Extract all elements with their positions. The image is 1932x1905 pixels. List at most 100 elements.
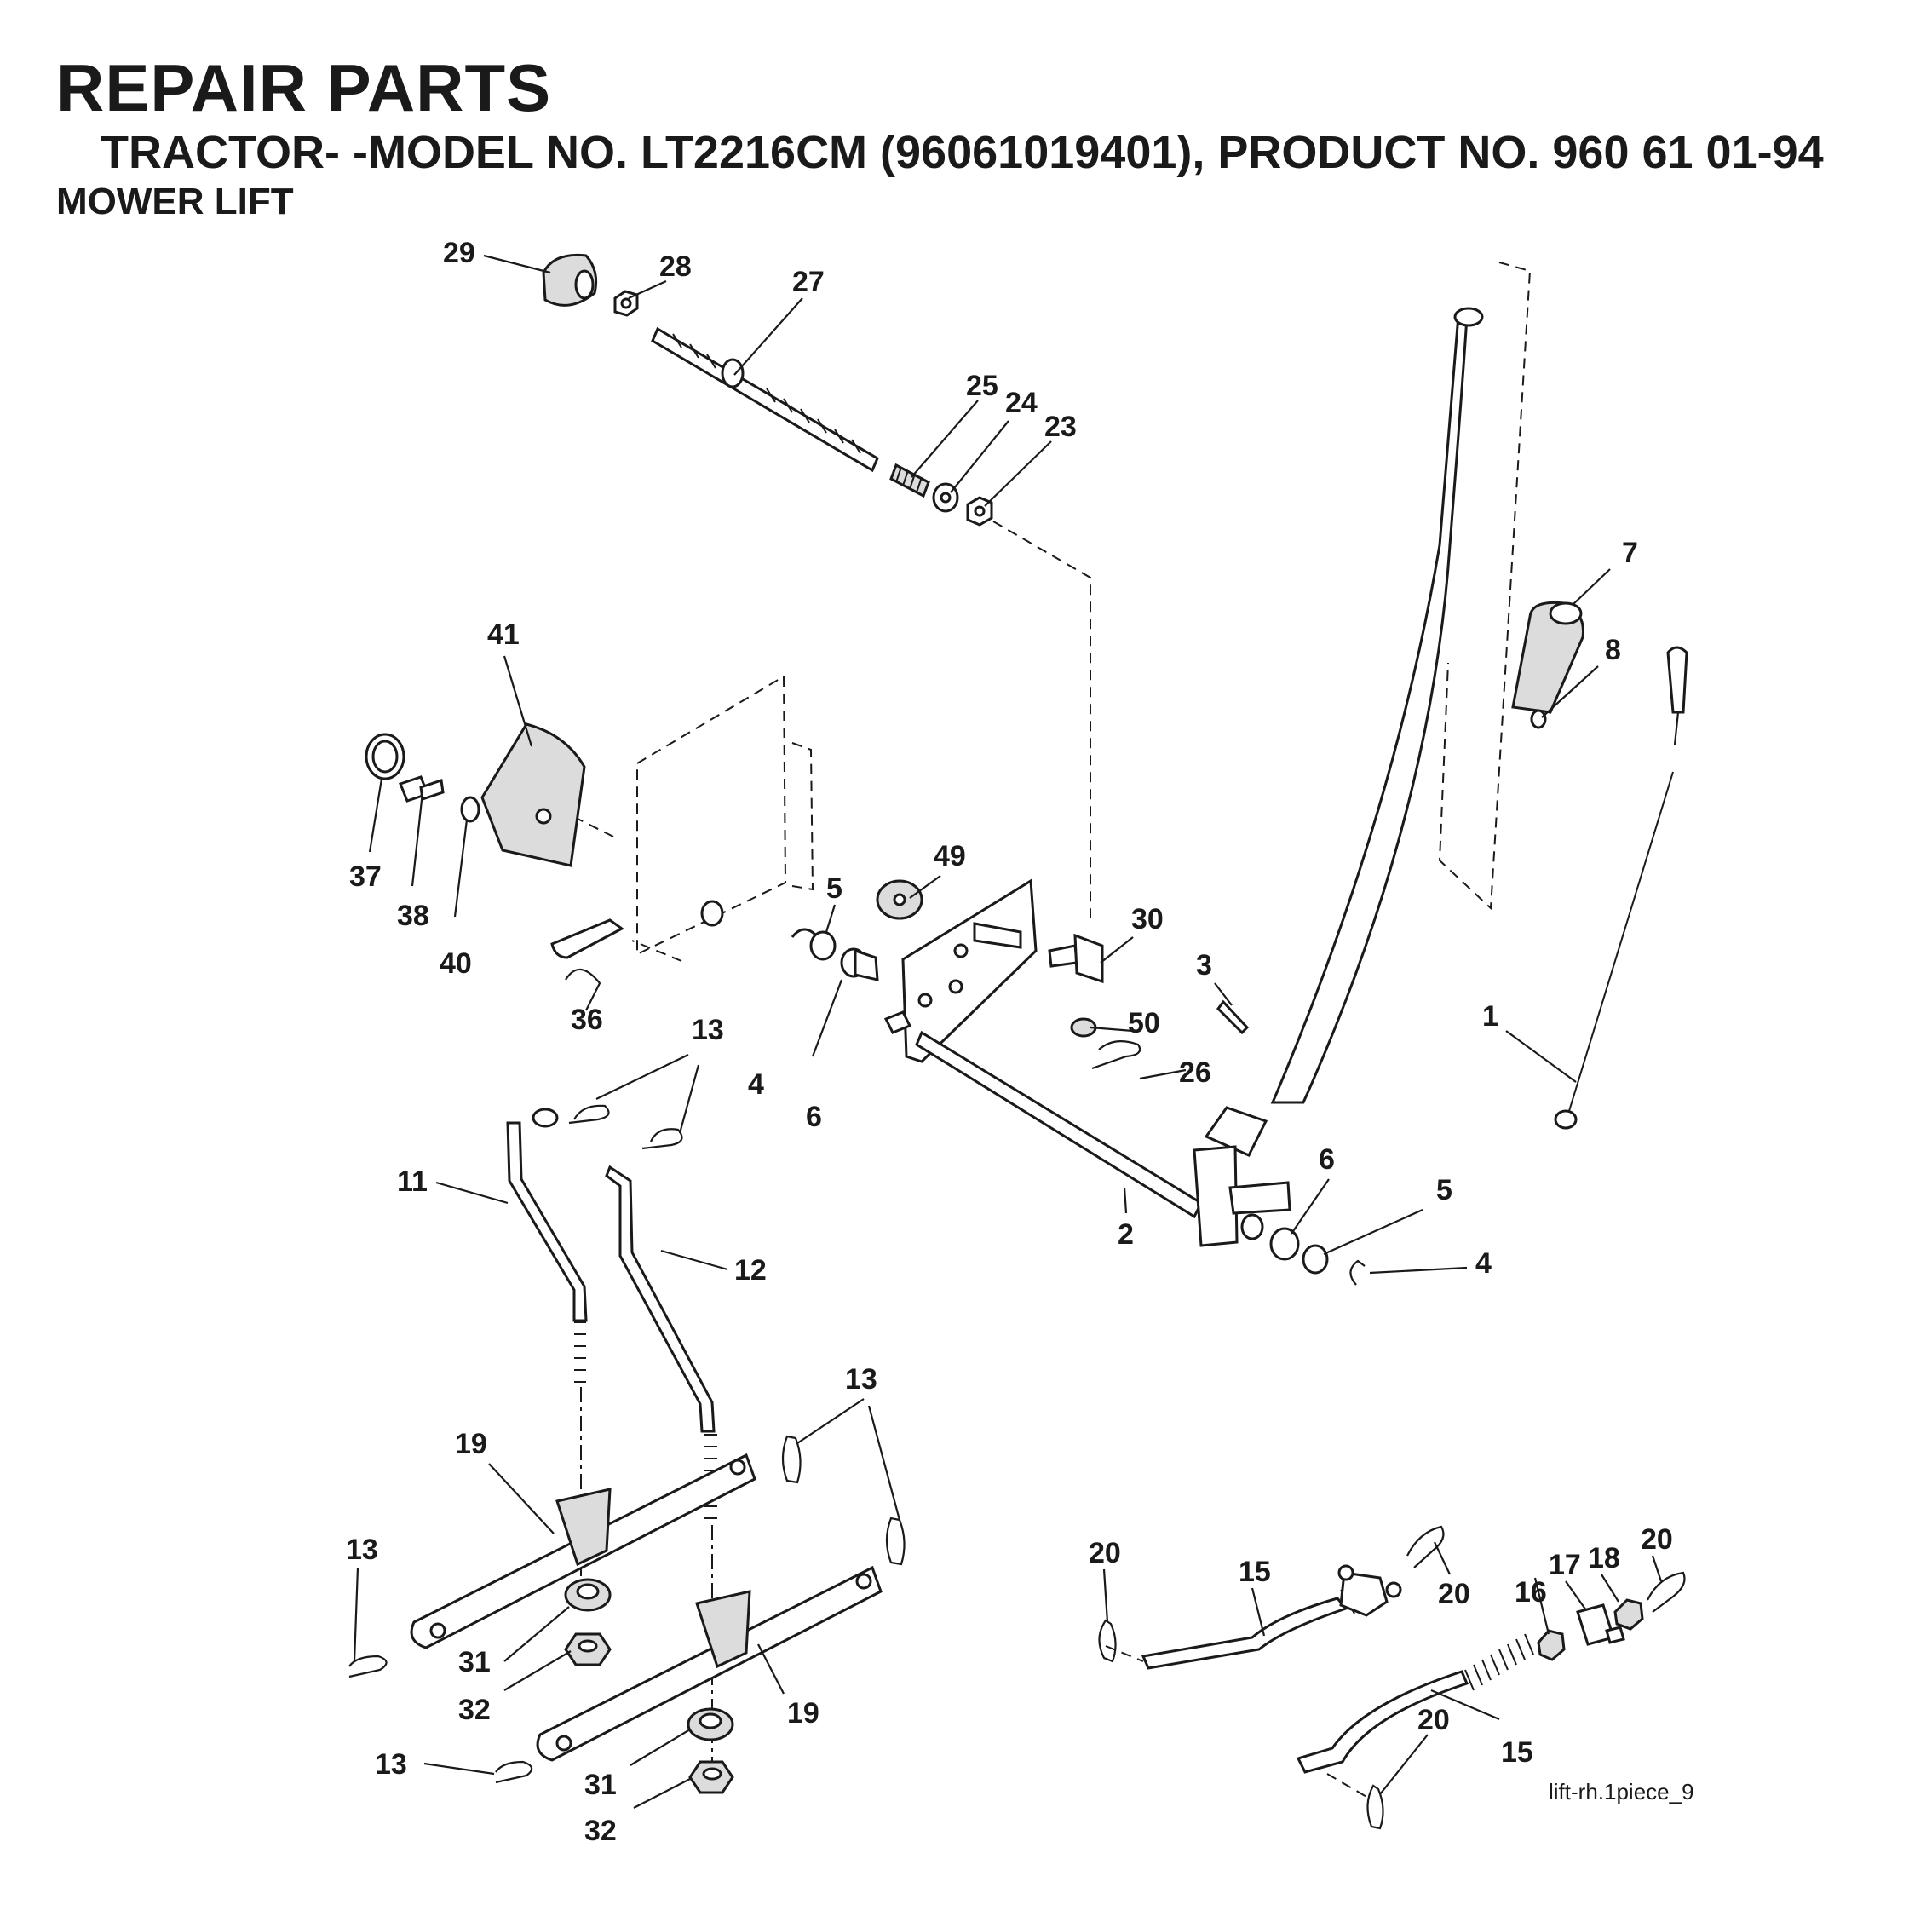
trunnion-part-17 bbox=[1576, 1603, 1625, 1646]
lift-arm-part-19-lower bbox=[536, 1565, 883, 1762]
washer-part-49 bbox=[876, 879, 923, 920]
nut-part-32-upper bbox=[564, 1632, 612, 1666]
callout-16: 16 bbox=[1515, 1576, 1547, 1609]
callout-20-mid: 20 bbox=[1438, 1578, 1470, 1610]
rod-assembly-guide-line bbox=[992, 521, 1091, 918]
grip-part-7 bbox=[1511, 601, 1585, 714]
lift-link-part-12 bbox=[605, 1165, 717, 1519]
callout-15-upper: 15 bbox=[1239, 1556, 1271, 1588]
hairpin-part-13-c bbox=[781, 1435, 802, 1484]
callout-19-upper: 19 bbox=[455, 1428, 487, 1460]
washer-part-5-left bbox=[809, 930, 837, 961]
washer-part-5-right bbox=[1302, 1244, 1329, 1275]
pin-boss-plate bbox=[700, 900, 724, 927]
lift-link-part-11 bbox=[506, 1108, 588, 1383]
bracket-part-41 bbox=[480, 722, 586, 867]
callout-4-right: 4 bbox=[1475, 1247, 1492, 1280]
trunnion-part-30 bbox=[1048, 933, 1104, 984]
frame-plate-outline bbox=[555, 675, 814, 962]
clip-part-36 bbox=[550, 918, 624, 959]
bolt-part-38 bbox=[399, 775, 445, 803]
bushing-part-31-upper bbox=[564, 1578, 612, 1612]
lift-handle-part bbox=[1193, 307, 1484, 1247]
callout-13-bottom: 13 bbox=[375, 1748, 407, 1781]
knob-part-29 bbox=[542, 253, 598, 307]
callout-40: 40 bbox=[440, 947, 472, 980]
callout-49: 49 bbox=[934, 840, 966, 872]
callout-31-lower: 31 bbox=[584, 1769, 617, 1801]
ecl-clip-part-4-right bbox=[1349, 1259, 1366, 1286]
hairpin-part-20-d bbox=[1366, 1784, 1384, 1830]
hairpin-part-13-a bbox=[568, 1104, 610, 1125]
callout-31-upper: 31 bbox=[458, 1646, 491, 1678]
callout-6-left: 6 bbox=[806, 1101, 822, 1133]
callout-12: 12 bbox=[734, 1254, 767, 1286]
bushing-part-6-left bbox=[840, 947, 879, 981]
lift-shaft-part-2 bbox=[915, 1030, 1203, 1219]
callout-15-lower: 15 bbox=[1501, 1736, 1533, 1769]
callout-5-upper: 5 bbox=[826, 872, 842, 905]
hairpin-part-20-b bbox=[1406, 1525, 1445, 1568]
callout-20-right: 20 bbox=[1641, 1523, 1673, 1556]
hairpin-part-13-b bbox=[641, 1128, 683, 1150]
callout-50: 50 bbox=[1128, 1007, 1160, 1039]
callout-4-left: 4 bbox=[748, 1068, 764, 1101]
callout-27: 27 bbox=[792, 266, 825, 298]
page-title: REPAIR PARTS bbox=[56, 50, 552, 125]
hairpin-part-26 bbox=[1091, 1040, 1141, 1070]
callout-7: 7 bbox=[1622, 537, 1638, 569]
callout-38: 38 bbox=[397, 900, 429, 932]
nut-part-16 bbox=[1537, 1629, 1566, 1661]
nut-part-32-lower bbox=[688, 1760, 734, 1794]
callout-30: 30 bbox=[1131, 903, 1164, 935]
callout-41: 41 bbox=[487, 619, 520, 651]
callout-25: 25 bbox=[966, 370, 998, 402]
callout-13-top: 13 bbox=[692, 1014, 724, 1046]
handle-grip-guide bbox=[1438, 262, 1532, 911]
hairpin-part-20-c bbox=[1647, 1571, 1686, 1613]
callout-5-right: 5 bbox=[1436, 1174, 1452, 1206]
callout-26: 26 bbox=[1179, 1056, 1211, 1089]
leader-lines bbox=[353, 254, 1663, 1809]
callout-37: 37 bbox=[349, 860, 382, 893]
link-rod-part-15-upper bbox=[1141, 1564, 1402, 1670]
model-subtitle: TRACTOR- -MODEL NO. LT2216CM (9606101940… bbox=[101, 127, 1824, 178]
callout-13-right: 13 bbox=[845, 1363, 877, 1396]
callout-19-lower: 19 bbox=[787, 1697, 819, 1729]
hairpin-part-20-a bbox=[1098, 1619, 1117, 1663]
callout-18: 18 bbox=[1588, 1542, 1620, 1574]
lift-arm-part-19-upper bbox=[410, 1453, 756, 1649]
callout-28: 28 bbox=[659, 250, 692, 283]
callout-20-left: 20 bbox=[1089, 1537, 1121, 1569]
callout-29: 29 bbox=[443, 237, 475, 269]
plug-part-8 bbox=[1530, 709, 1547, 729]
callout-17: 17 bbox=[1549, 1549, 1581, 1581]
callout-labels: 29 28 27 25 24 23 7 8 41 37 38 40 49 5 3… bbox=[346, 237, 1673, 1847]
callout-32-upper: 32 bbox=[458, 1694, 491, 1726]
section-title: MOWER LIFT bbox=[56, 181, 294, 222]
pin-part-3 bbox=[1216, 999, 1250, 1035]
callout-32-lower: 32 bbox=[584, 1815, 617, 1847]
callout-20-bottom: 20 bbox=[1417, 1704, 1450, 1736]
callout-24: 24 bbox=[1005, 387, 1038, 419]
nut-part-18 bbox=[1613, 1598, 1644, 1631]
washer-part-40 bbox=[460, 796, 480, 823]
callout-8: 8 bbox=[1605, 634, 1621, 666]
lift-plate-assembly bbox=[883, 878, 1038, 1063]
rod-15-lower-guide bbox=[1326, 1773, 1369, 1799]
callout-13-left: 13 bbox=[346, 1534, 378, 1566]
lift-rod-part-1 bbox=[1554, 646, 1688, 1130]
spring-part-25 bbox=[889, 463, 930, 498]
hairpin-part-13-d bbox=[885, 1517, 906, 1566]
callout-23: 23 bbox=[1044, 411, 1077, 443]
bushing-part-6-right bbox=[1240, 1213, 1300, 1261]
threaded-rod-part-27 bbox=[651, 326, 879, 473]
bushing-part-31-lower bbox=[687, 1707, 734, 1741]
callout-6-right: 6 bbox=[1319, 1143, 1335, 1176]
ring-part-37 bbox=[365, 733, 405, 780]
diagram-id: lift-rh.1piece_9 bbox=[1549, 1779, 1694, 1804]
hairpin-part-13-f bbox=[495, 1760, 533, 1784]
rod-15-upper-guide bbox=[1105, 1645, 1144, 1662]
callout-2: 2 bbox=[1118, 1218, 1134, 1251]
